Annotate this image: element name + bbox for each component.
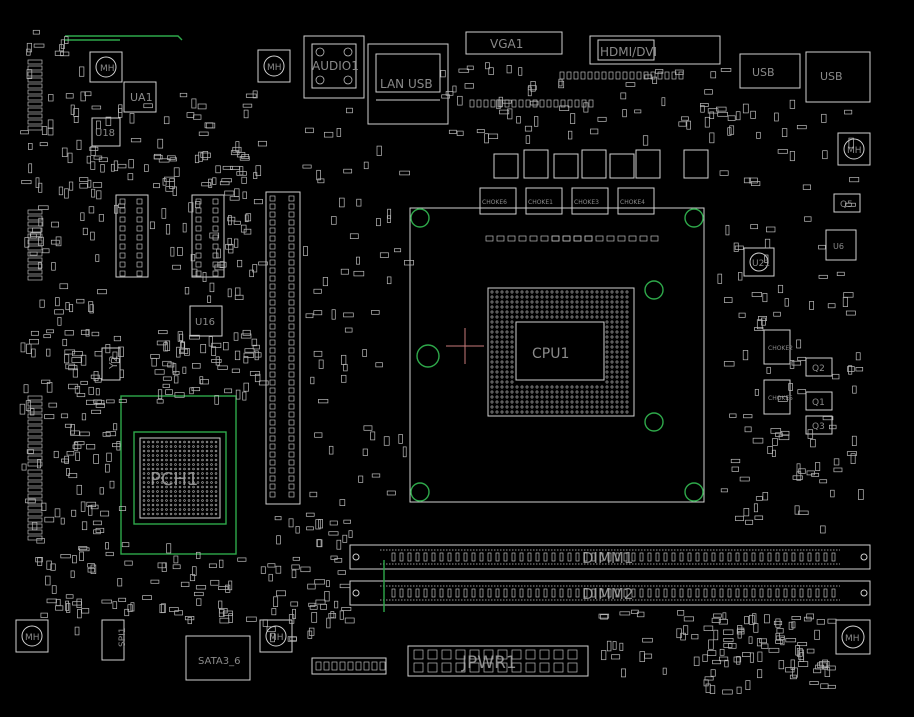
svg-text:HDMI/DVI: HDMI/DVI xyxy=(600,45,657,59)
pin-header-left-a xyxy=(115,194,149,278)
sata-connector: SATA3_6 xyxy=(185,635,251,681)
vga-connector: VGA1 xyxy=(465,31,563,55)
cpu-socket: CPU1 xyxy=(409,207,705,503)
ic-ua1: UA1 xyxy=(123,81,157,113)
svg-text:CHOKE1: CHOKE1 xyxy=(528,199,553,206)
svg-text:MH: MH xyxy=(25,633,40,643)
lan-usb-connector: LAN USB xyxy=(367,43,449,125)
smd-components xyxy=(19,29,864,695)
mounting-hole-6: MH xyxy=(835,619,871,655)
choke-right-1: CHOKE2 xyxy=(763,329,793,365)
svg-text:PCH1: PCH1 xyxy=(150,469,198,490)
pch-chip: PCH1 xyxy=(120,395,237,555)
svg-text:SPI1: SPI1 xyxy=(118,627,128,647)
svg-text:Q1: Q1 xyxy=(812,398,825,408)
svg-text:CHOKE6: CHOKE6 xyxy=(482,199,507,206)
svg-text:CHOKE3: CHOKE3 xyxy=(574,199,599,206)
svg-text:MH: MH xyxy=(847,146,862,156)
ic-u6: U6 xyxy=(825,229,857,261)
edge-trace xyxy=(65,35,183,41)
svg-text:MH: MH xyxy=(269,633,284,643)
long-pin-header xyxy=(265,191,301,505)
svg-text:UA1: UA1 xyxy=(130,91,153,104)
mounting-hole-4: MH xyxy=(15,619,49,653)
mounting-hole-2: MH xyxy=(257,49,291,83)
transistor-q1: Q1 xyxy=(805,391,833,411)
svg-text:SATA3_6: SATA3_6 xyxy=(198,656,241,667)
svg-text:U6: U6 xyxy=(833,242,844,251)
svg-text:CPU1: CPU1 xyxy=(532,346,569,362)
svg-text:CHOKE2: CHOKE2 xyxy=(768,345,793,352)
choke-right-2: CHOKE5 xyxy=(763,379,793,415)
spi-header: SPI1 xyxy=(101,619,128,661)
svg-text:Q2: Q2 xyxy=(812,364,825,374)
transistor-q2: Q2 xyxy=(805,357,833,377)
mosfet-row xyxy=(493,149,709,179)
mounting-hole-3: MH xyxy=(837,132,871,166)
svg-text:MH: MH xyxy=(100,64,115,74)
svg-text:AUDIO1: AUDIO1 xyxy=(312,59,359,73)
svg-text:U21: U21 xyxy=(752,259,770,269)
transistor-q3: Q3 xyxy=(805,415,833,435)
bottom-pin-header xyxy=(311,657,387,675)
mounting-hole-1: MH xyxy=(89,51,123,83)
svg-text:USB: USB xyxy=(752,66,775,79)
usb-connector-1: USB xyxy=(739,53,801,89)
svg-text:USB: USB xyxy=(820,70,843,83)
ic-u16: U16 xyxy=(189,305,223,337)
svg-text:MH: MH xyxy=(267,63,282,73)
choke-row: CHOKE6 CHOKE1 CHOKE3 CHOKE4 xyxy=(479,187,655,215)
usb-connector-2: USB xyxy=(805,51,871,103)
hdmi-dvi-connector: HDMI/DVI xyxy=(589,35,721,65)
cpu-mount-holes xyxy=(410,208,704,502)
svg-text:LAN USB: LAN USB xyxy=(380,77,433,91)
svg-text:VGA1: VGA1 xyxy=(490,37,523,51)
svg-text:U18: U18 xyxy=(95,128,115,139)
svg-text:CHOKE5: CHOKE5 xyxy=(768,395,793,402)
pin-header-left-b xyxy=(191,194,225,278)
svg-text:CHOKE4: CHOKE4 xyxy=(620,199,645,206)
audio-connector: AUDIO1 xyxy=(303,35,365,99)
transistor-q5: Q5 xyxy=(833,193,861,213)
ic-u21: U21 xyxy=(743,247,775,277)
svg-text:U16: U16 xyxy=(195,317,215,328)
svg-text:MH: MH xyxy=(845,634,860,644)
svg-text:Q5: Q5 xyxy=(840,200,853,210)
mounting-hole-5: MH xyxy=(259,619,293,653)
svg-text:Q3: Q3 xyxy=(812,422,825,432)
